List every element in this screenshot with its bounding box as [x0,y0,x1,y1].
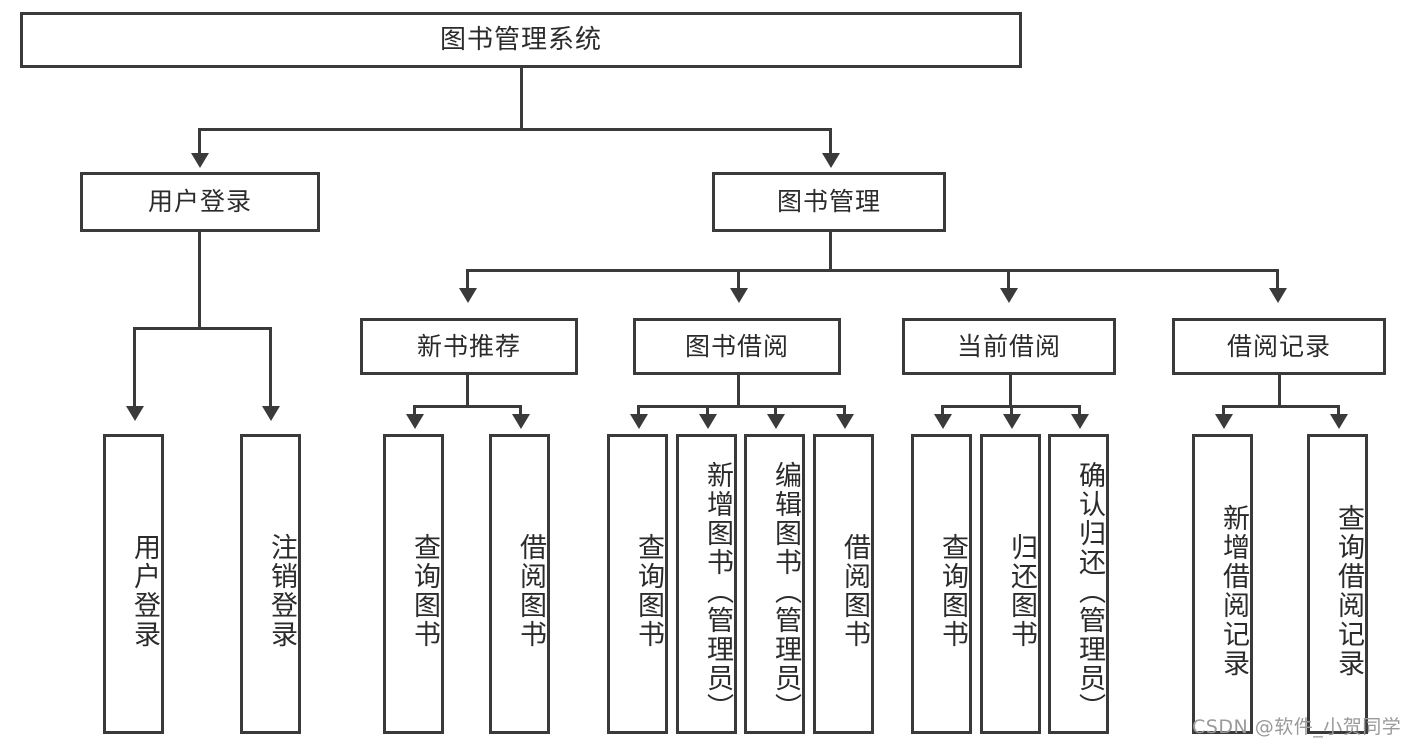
arrowhead-borrow-b [699,414,717,429]
leaf-user-login[interactable]: 用户登录 [103,434,164,734]
arrowhead-record-b [1330,414,1348,429]
edge-drop-current-c [1078,405,1081,417]
leaf-borrow-add-book-admin[interactable]: 新增图书（管理员） [676,434,737,734]
node-user-login[interactable]: 用户登录 [80,172,320,232]
arrowhead-current [1000,288,1018,303]
arrowhead-borrow-a [630,414,648,429]
edge-borrow-stem [737,375,740,408]
edge-drop-newbook-a [413,405,416,417]
arrowhead-current-c [1071,414,1089,429]
leaf-newbook-borrow-book[interactable]: 借阅图书 [489,434,550,734]
edge-drop-record-b [1337,405,1340,417]
edge-drop-login-a [133,327,136,409]
node-book-management[interactable]: 图书管理 [712,172,946,232]
leaf-borrow-edit-book-admin[interactable]: 编辑图书（管理员） [744,434,805,734]
leaf-record-add-record[interactable]: 新增借阅记录 [1192,434,1253,734]
edge-current-stem [1009,375,1012,408]
node-current-borrow[interactable]: 当前借阅 [902,318,1116,375]
edge-drop-current-a [941,405,944,417]
leaf-label: 查询图书 [409,533,440,649]
node-label: 借阅记录 [1226,331,1331,361]
arrowhead-newbook-a [406,414,424,429]
arrowhead-borrow [730,288,748,303]
edge-drop-borrow-c [774,405,777,417]
edge-level2-bus [198,128,832,131]
edge-drop-current-b [1010,405,1013,417]
leaf-label: 借阅图书 [839,533,870,649]
edge-newbook-stem [466,375,469,408]
edge-drop-login [198,128,201,156]
leaf-label: 查询图书 [633,533,664,649]
leaf-label: 注销登录 [266,533,297,649]
leaf-borrow-borrow-book[interactable]: 借阅图书 [813,434,874,734]
edge-drop-record [1276,269,1279,291]
leaf-newbook-query-book[interactable]: 查询图书 [383,434,444,734]
edge-bookmgmt-stem [829,232,832,272]
node-borrow-record[interactable]: 借阅记录 [1172,318,1386,375]
edge-login-stem [198,232,201,330]
leaf-label: 借阅图书 [515,533,546,649]
edge-drop-login-b [269,327,272,409]
edge-drop-borrow-a [637,405,640,417]
leaf-current-query-book[interactable]: 查询图书 [911,434,972,734]
edge-drop-bookmgmt [829,128,832,156]
edge-login-bus [133,327,269,330]
leaf-record-query-record[interactable]: 查询借阅记录 [1307,434,1368,734]
edge-drop-newbook [466,269,469,291]
leaf-label: 查询借阅记录 [1333,504,1364,678]
arrowhead-borrow-c [767,414,785,429]
edge-drop-record-a [1222,405,1225,417]
edge-record-bus [1222,405,1337,408]
leaf-label: 新增借阅记录 [1218,504,1249,678]
leaf-borrow-query-book[interactable]: 查询图书 [607,434,668,734]
edge-drop-borrow-d [843,405,846,417]
node-label: 图书管理 [776,187,881,217]
edge-drop-borrow [737,269,740,291]
node-new-book-recommend[interactable]: 新书推荐 [360,318,578,375]
arrowhead-borrow-d [836,414,854,429]
arrowhead-record [1269,288,1287,303]
node-label: 图书借阅 [684,331,789,361]
node-label: 用户登录 [147,187,252,217]
edge-newbook-bus [413,405,522,408]
leaf-label: 新增图书（管理员） [702,460,733,722]
node-root-system[interactable]: 图书管理系统 [20,12,1022,68]
edge-drop-borrow-b [706,405,709,417]
node-label: 新书推荐 [416,331,521,361]
edge-drop-current [1007,269,1010,291]
leaf-label: 用户登录 [129,533,160,649]
arrowhead-record-a [1215,414,1233,429]
arrowhead-login-b [262,406,280,421]
leaf-label: 归还图书 [1006,533,1037,649]
leaf-logout[interactable]: 注销登录 [240,434,301,734]
edge-drop-newbook-b [519,405,522,417]
leaf-current-confirm-return-admin[interactable]: 确认归还（管理员） [1048,434,1109,734]
leaf-label: 编辑图书（管理员） [770,460,801,722]
leaf-current-return-book[interactable]: 归还图书 [980,434,1041,734]
edge-borrow-bus [637,405,846,408]
edge-root-stem [520,68,523,130]
node-label: 图书管理系统 [439,24,602,55]
leaf-label: 确认归还（管理员） [1074,460,1105,722]
node-book-borrow[interactable]: 图书借阅 [633,318,841,375]
arrowhead-current-b [1003,414,1021,429]
arrowhead-newbook-b [512,414,530,429]
arrowhead-login [191,153,209,168]
node-label: 当前借阅 [956,331,1061,361]
arrowhead-current-a [934,414,952,429]
edge-level3-bus [466,269,1279,272]
leaf-label: 查询图书 [937,533,968,649]
arrowhead-bookmgmt [822,153,840,168]
edge-record-stem [1278,375,1281,408]
arrowhead-newbook [459,288,477,303]
arrowhead-login-a [126,406,144,421]
